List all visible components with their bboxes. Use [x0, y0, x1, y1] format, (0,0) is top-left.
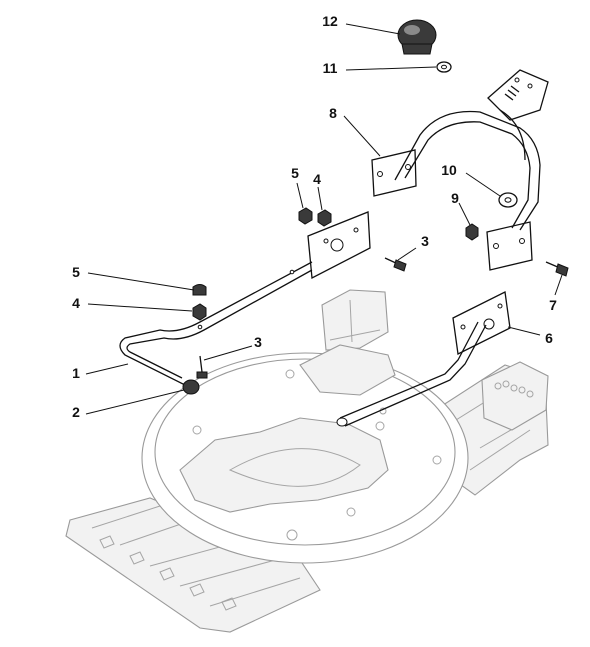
- callout-1: 1: [72, 365, 80, 381]
- nut-hardware-lower: [192, 284, 207, 321]
- callout-10: 10: [441, 162, 457, 178]
- deck-left-bracket: [321, 289, 389, 351]
- mower-deck: [65, 289, 549, 633]
- callout-11: 11: [323, 60, 338, 76]
- upper-handle-part: [371, 69, 549, 271]
- deck-right-bracket: [481, 361, 549, 431]
- bolt-7-part: [545, 261, 569, 277]
- callout-3-upper: 3: [421, 233, 429, 249]
- right-lower-handle-part: [336, 291, 511, 427]
- callout-8: 8: [329, 105, 337, 121]
- callout-5-upper: 5: [291, 165, 299, 181]
- leader-lines: [85, 23, 563, 415]
- callout-2: 2: [72, 404, 80, 420]
- bolt-3-upper-part: [384, 257, 407, 272]
- washer-part: [436, 61, 452, 73]
- knob-part: [397, 19, 437, 55]
- callout-4-upper: 4: [313, 171, 321, 187]
- deck-motor-cutout: [179, 417, 389, 513]
- callout-7: 7: [549, 297, 557, 313]
- end-cap-part: [182, 379, 200, 395]
- callout-3-lower: 3: [254, 334, 262, 350]
- callout-labels: 12 11 8 10 5 4 9 3 5 4 7 3 6 1 2: [72, 13, 557, 420]
- callout-6: 6: [545, 330, 553, 346]
- left-lower-handle-part: [119, 211, 371, 386]
- nut-hardware-upper: [298, 207, 332, 227]
- nut-9-part: [465, 223, 479, 241]
- callout-9: 9: [451, 190, 459, 206]
- callout-5-lower: 5: [72, 264, 80, 280]
- washer-10-part: [498, 192, 518, 208]
- bolt-3-lower-part: [196, 355, 208, 379]
- callout-12: 12: [322, 13, 338, 29]
- callout-4-lower: 4: [72, 295, 80, 311]
